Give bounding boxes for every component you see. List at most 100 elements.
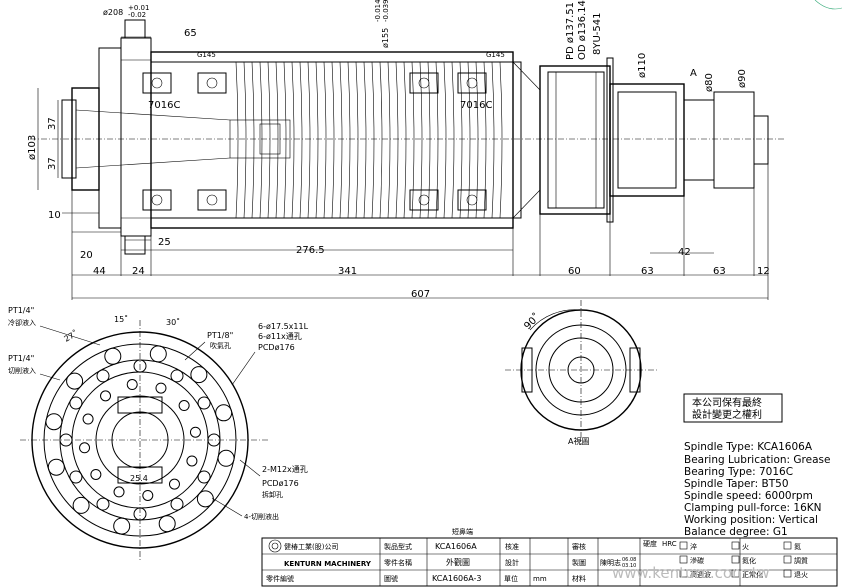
treatment-label: 火 — [742, 543, 749, 551]
treatment-checkboxes: 淬火氮滲碳氮化調質高週波正常化退火 — [679, 541, 808, 579]
dim-24: 24 — [132, 266, 145, 277]
drawing-no-value: KCA1606A-3 — [432, 574, 482, 583]
spec-line: Bearing Lubrication: Grease — [684, 454, 830, 466]
review-label: 審核 — [572, 542, 586, 551]
part-name-label: 零件名稱 — [384, 558, 412, 567]
treatment-checkbox — [731, 569, 740, 578]
dim-42: 42 — [678, 247, 691, 258]
dim-44: 44 — [93, 266, 106, 277]
label-pt18: PT1/8" — [207, 331, 233, 340]
spec-line: Working position: Vertical — [684, 514, 818, 526]
dim-belt: 8YU-541 — [592, 13, 603, 56]
design-label: 設計 — [505, 558, 519, 567]
part-no-label: 零件編號 — [266, 574, 294, 583]
dim-od: OD ø136.14 — [577, 0, 588, 60]
dim-63-b: 63 — [713, 266, 726, 277]
treatment-checkbox — [731, 555, 740, 564]
dim-65: 65 — [184, 28, 197, 39]
a-view — [505, 300, 658, 445]
watermark: www.kenturn.com.tw — [612, 564, 770, 582]
cooling-fins — [235, 61, 503, 219]
treatment-checkbox — [783, 541, 792, 550]
company-en: KENTURN MACHINERY — [284, 560, 372, 568]
treatment-checkbox — [679, 541, 688, 550]
label-cut-out: 4-切削液出 — [244, 512, 279, 521]
draw-label: 製圖 — [572, 558, 586, 567]
company-cn: 健椿工業(股)公司 — [284, 542, 338, 551]
treatment-label: 滲碳 — [690, 556, 704, 565]
draw-date-2: 03.10 — [622, 563, 636, 569]
label-cut-in: 切削液入 — [8, 366, 36, 375]
bolt-holes — [45, 345, 235, 535]
verify-label: 核准 — [505, 542, 519, 551]
dim-208-tol-upper: +0.01 — [128, 4, 149, 12]
treatment-label: 氮 — [794, 542, 801, 551]
label-pcd-2: PCDø176 — [262, 479, 299, 488]
label-m12: 2-M12x通孔 — [262, 464, 308, 474]
model-value: KCA1606A — [435, 542, 477, 551]
treatment-checkbox — [783, 569, 792, 578]
treatment-checkbox — [679, 569, 688, 578]
title-header: 短鼻端 — [452, 527, 473, 536]
dim-110: ø110 — [637, 53, 648, 78]
dim-63-a: 63 — [641, 266, 654, 277]
dim-37-bottom: 37 — [47, 157, 58, 170]
dim-341: 341 — [338, 266, 357, 277]
treatment-label: 正常化 — [742, 570, 763, 579]
spec-line: Spindle Type: KCA1606A — [684, 441, 813, 453]
label-g145-right: G145 — [486, 51, 505, 59]
rights-line-1: 本公司保有最終 — [692, 396, 762, 409]
treatment-label: 調質 — [794, 556, 808, 565]
spec-line: Spindle Taper: BT50 — [684, 478, 789, 490]
treatment-checkbox — [731, 541, 740, 550]
treatment-checkbox — [679, 555, 688, 564]
dim-25-4: 25.4 — [130, 474, 148, 483]
bearing-right: 7016C — [460, 100, 492, 111]
dim-20: 20 — [80, 250, 93, 261]
treatment-checkbox — [783, 555, 792, 564]
dim-607: 607 — [411, 289, 430, 300]
dim-208-tol-lower: -0.02 — [128, 11, 146, 19]
dim-155-tol-upper: -0.014 — [374, 0, 382, 22]
section-a-marker: A — [690, 68, 697, 79]
a-view-angle: 90˚ — [522, 311, 543, 332]
label-coolant-in: 冷卻液入 — [8, 318, 36, 327]
dim-276-5: 276.5 — [296, 245, 325, 256]
side-view — [30, 19, 785, 300]
dim-155-tol-lower: -0.039 — [382, 0, 390, 22]
dim-90: ø90 — [737, 69, 748, 88]
dim-25: 25 — [158, 237, 171, 248]
label-holes-2: 6-ø11x通孔 — [258, 331, 302, 341]
treatment-label: 高週波 — [690, 570, 711, 579]
spec-line: Spindle speed: 6000rpm — [684, 490, 813, 502]
treatment-label: 淬 — [690, 542, 697, 551]
label-pcd-1: PCDø176 — [258, 343, 295, 352]
spec-line: Bearing Type: 7016C — [684, 466, 793, 478]
dim-155: ø155 — [381, 28, 390, 48]
dim-60: 60 — [568, 266, 581, 277]
spec-line: Clamping pull-force: 16KN — [684, 502, 822, 514]
rights-box — [683, 393, 783, 423]
front-view — [20, 320, 270, 560]
treatment-label: 氮化 — [742, 556, 756, 565]
bearing-left: 7016C — [148, 100, 180, 111]
dim-pd: PD ø137.51 — [565, 2, 576, 60]
material-label: 材料 — [572, 574, 586, 583]
dim-80: ø80 — [704, 73, 715, 92]
dim-10: 10 — [48, 210, 61, 221]
label-holes-1: 6-ø17.5x11L — [258, 322, 309, 331]
rights-line-2: 設計變更之權利 — [692, 408, 762, 421]
drawing-no-label: 圖號 — [384, 574, 398, 583]
dim-208: ø208 — [103, 8, 123, 17]
dim-103: ø103 — [27, 135, 38, 160]
part-name-value: 外觀圖 — [446, 557, 470, 567]
hardness-label: 硬度 — [643, 539, 657, 548]
unit-value: mm — [533, 575, 547, 583]
label-pt14-left: PT1/4" — [8, 354, 34, 363]
draw-date-1: 06.08 — [622, 557, 636, 563]
label-remove-hole: 拆卸孔 — [262, 490, 283, 499]
label-blow-hole: 吹氣孔 — [210, 341, 231, 350]
dim-12: 12 — [757, 266, 770, 277]
model-label: 製品型式 — [384, 542, 412, 551]
